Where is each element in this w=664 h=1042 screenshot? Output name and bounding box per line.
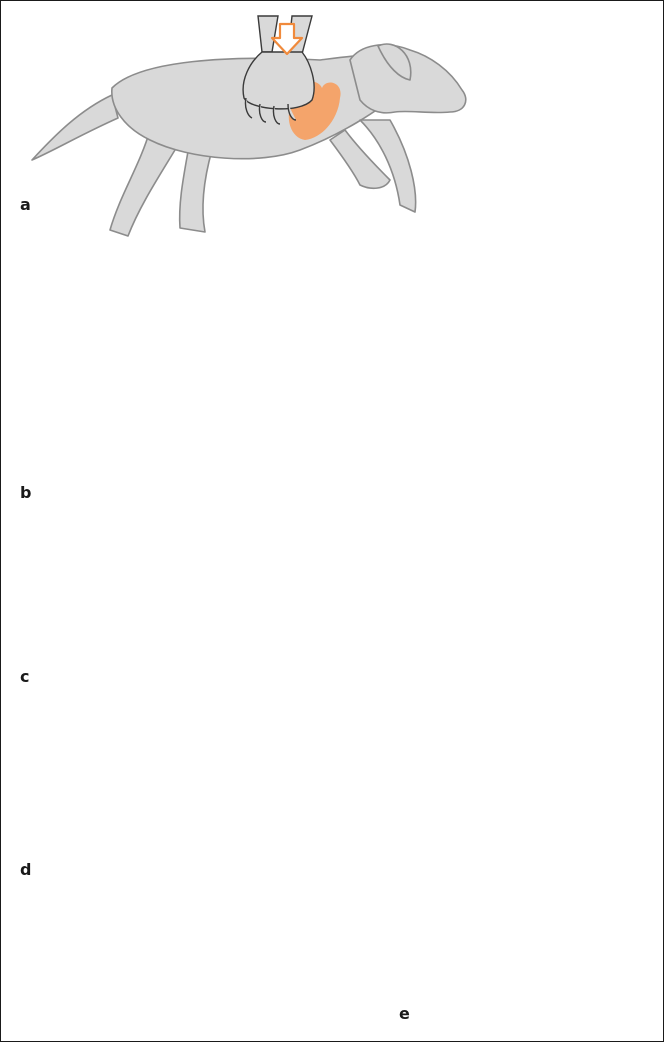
panel-label-d: d [20,862,31,878]
panel-label-c: c [20,669,29,685]
panel-label-a: a [20,197,31,213]
panel-a-illustration [32,16,466,236]
panel-label-e: e [399,1006,410,1022]
panel-label-b: b [20,485,31,501]
